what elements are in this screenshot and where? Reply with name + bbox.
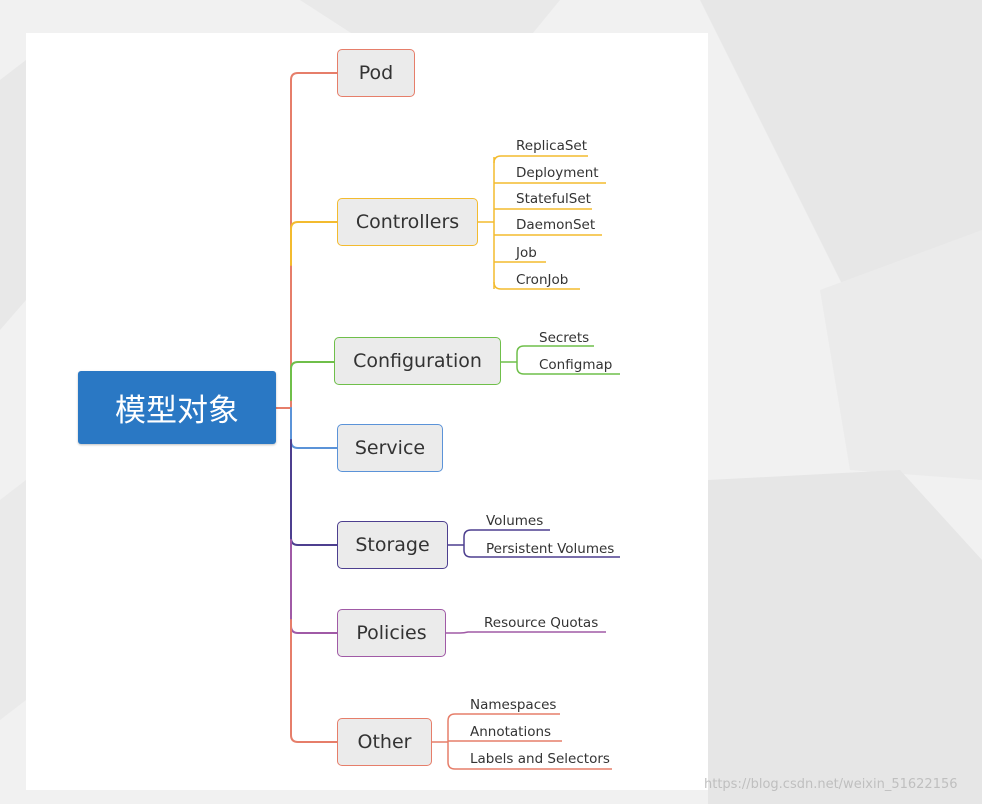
- storage-leaf-connectors: [448, 529, 620, 558]
- connector-pod: [275, 72, 338, 409]
- leaf-configmap: Configmap: [539, 357, 613, 373]
- other-stem: [432, 721, 449, 762]
- connector-other: [290, 619, 338, 743]
- configuration-stem: [501, 353, 518, 367]
- leaf-namespaces: Namespaces: [470, 697, 557, 713]
- leaf-deployment: Deployment: [516, 165, 599, 181]
- leaf-secrets: Secrets: [539, 330, 590, 346]
- connector-storage: [290, 439, 338, 546]
- leaf-statefulset: StatefulSet: [516, 191, 591, 207]
- leaf-replicaset: ReplicaSet: [516, 138, 588, 154]
- branch-node-pod: Pod: [337, 49, 415, 97]
- leaf-line-persistent-volumes: [463, 549, 620, 558]
- leaf-labels-and-selectors: Labels and Selectors: [470, 751, 610, 767]
- leaf-line-resource-quotas: [446, 631, 606, 634]
- branch-node-policies: Policies: [337, 609, 446, 657]
- leaf-persistent-volumes: Persistent Volumes: [486, 541, 615, 557]
- leaf-line-namespaces: [447, 713, 560, 722]
- leaf-resource-quotas: Resource Quotas: [484, 615, 599, 631]
- connector-policies: [290, 539, 338, 634]
- leaf-line-labels-and-selectors: [447, 761, 612, 770]
- leaf-line-volumes: [463, 529, 550, 538]
- root-node: 模型对象: [78, 371, 276, 444]
- policies-leaf-connectors: [446, 631, 606, 634]
- leaf-cronjob: CronJob: [516, 272, 569, 288]
- controllers-stem: [478, 157, 495, 289]
- leaf-job: Job: [516, 245, 537, 261]
- branch-node-service: Service: [337, 424, 443, 472]
- leaf-line-secrets: [516, 345, 594, 354]
- branch-node-other: Other: [337, 718, 432, 766]
- branch-node-storage: Storage: [337, 521, 448, 569]
- leaf-annotations: Annotations: [470, 724, 552, 740]
- watermark-url: https://blog.csdn.net/weixin_51622156: [704, 777, 958, 792]
- leaf-line-replicaset: [493, 155, 588, 164]
- connector-controllers: [290, 221, 338, 266]
- branch-node-controllers: Controllers: [337, 198, 478, 246]
- leaf-daemonset: DaemonSet: [516, 217, 596, 233]
- controllers-leaf-connectors: [478, 155, 606, 290]
- leaf-line-cronjob: [493, 281, 580, 290]
- root-to-branch-connectors: [275, 72, 338, 743]
- other-leaf-connectors: [432, 713, 612, 770]
- leaf-line-configmap: [516, 366, 620, 375]
- connector-service: [290, 407, 338, 449]
- storage-stem: [448, 537, 465, 550]
- leaf-volumes: Volumes: [486, 513, 544, 529]
- branch-node-configuration: Configuration: [334, 337, 501, 385]
- configuration-leaf-connectors: [501, 345, 620, 375]
- connector-configuration: [290, 361, 338, 401]
